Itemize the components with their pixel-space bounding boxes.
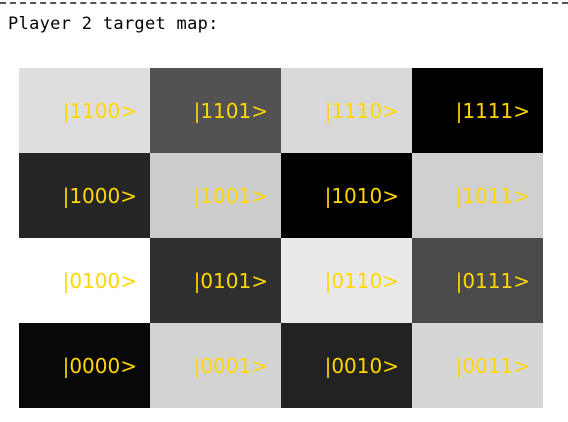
- map-cell: |0110>: [281, 238, 412, 323]
- map-cell: |1101>: [150, 68, 281, 153]
- separator-line: [0, 2, 568, 4]
- map-cell: |0100>: [19, 238, 150, 323]
- target-map-grid: |1100> |1101> |1110> |1111> |1000> |1001…: [19, 68, 543, 408]
- map-cell: |0101>: [150, 238, 281, 323]
- map-cell: |1110>: [281, 68, 412, 153]
- map-cell: |1001>: [150, 153, 281, 238]
- state-label: |1011>: [455, 183, 530, 208]
- state-label: |0100>: [62, 268, 137, 293]
- map-caption: Player 2 target map:: [8, 14, 219, 34]
- map-cell: |1100>: [19, 68, 150, 153]
- state-label: |1111>: [455, 98, 530, 123]
- state-label: |0001>: [193, 353, 268, 378]
- state-label: |1001>: [193, 183, 268, 208]
- map-cell: |1000>: [19, 153, 150, 238]
- state-label: |0000>: [62, 353, 137, 378]
- state-label: |0011>: [455, 353, 530, 378]
- state-label: |0111>: [455, 268, 530, 293]
- state-label: |1100>: [62, 98, 137, 123]
- map-cell: |1010>: [281, 153, 412, 238]
- map-cell: |1011>: [412, 153, 543, 238]
- state-label: |1110>: [324, 98, 399, 123]
- map-cell: |0011>: [412, 323, 543, 408]
- map-cell: |0000>: [19, 323, 150, 408]
- state-label: |0110>: [324, 268, 399, 293]
- map-cell: |0001>: [150, 323, 281, 408]
- state-label: |0010>: [324, 353, 399, 378]
- map-cell: |0010>: [281, 323, 412, 408]
- state-label: |1101>: [193, 98, 268, 123]
- map-cell: |1111>: [412, 68, 543, 153]
- map-cell: |0111>: [412, 238, 543, 323]
- state-label: |0101>: [193, 268, 268, 293]
- state-label: |1010>: [324, 183, 399, 208]
- state-label: |1000>: [62, 183, 137, 208]
